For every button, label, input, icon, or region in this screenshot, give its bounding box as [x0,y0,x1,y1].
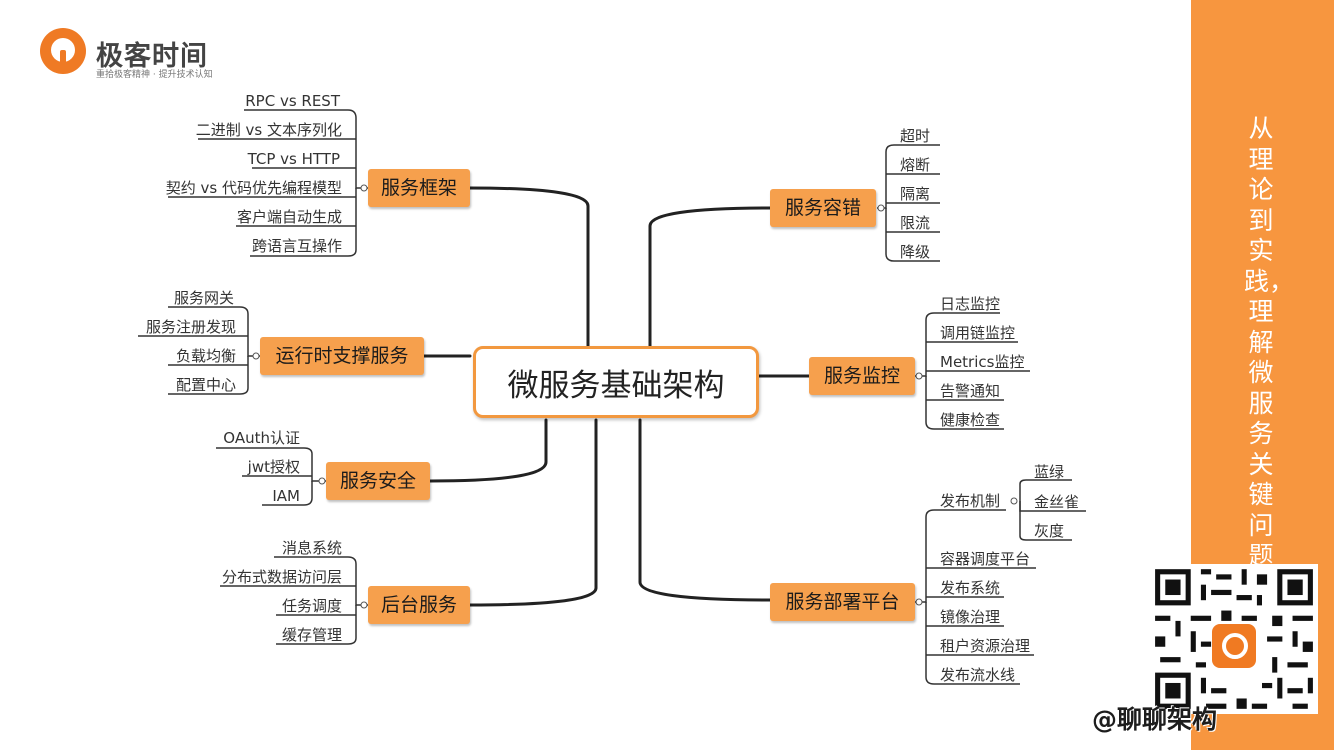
leaf-container-scheduling[interactable]: 容器调度平台 [940,550,1031,568]
leaf-load-balancing[interactable]: 负载均衡 [175,347,236,365]
topic-deployment-platform[interactable]: 服务部署平台 [770,583,915,621]
leaf-trace-monitoring[interactable]: 调用链监控 [940,324,1016,342]
qr-logo-icon [1212,624,1256,668]
topic-service-security[interactable]: 服务安全 [326,462,430,500]
leaf-health-check[interactable]: 健康检查 [940,411,1001,429]
leaf-release-pipeline[interactable]: 发布流水线 [940,666,1016,684]
mindmap-connectors [138,109,1086,685]
logo-title: 极客时间 [96,41,208,72]
logo-subtitle: 重拾极客精神 · 提升技术认知 [96,70,213,80]
leaf-messaging[interactable]: 消息系统 [281,539,342,557]
leaf-rpc-vs-rest[interactable]: RPC vs REST [245,92,340,110]
leaf-degradation[interactable]: 降级 [900,243,931,261]
topic-runtime-support[interactable]: 运行时支撑服务 [260,337,424,375]
topic-backend-services[interactable]: 后台服务 [368,586,470,624]
leaf-canary[interactable]: 金丝雀 [1034,493,1080,511]
leaf-tcp-vs-http[interactable]: TCP vs HTTP [247,150,340,168]
leaf-iam[interactable]: IAM [272,487,300,505]
leaf-task-scheduling[interactable]: 任务调度 [281,597,342,615]
leaf-grayscale[interactable]: 灰度 [1034,522,1065,540]
leaf-release-system[interactable]: 发布系统 [940,579,1001,597]
topic-service-monitoring[interactable]: 服务监控 [809,357,915,395]
leaf-log-monitoring[interactable]: 日志监控 [940,295,1001,313]
leaf-oauth[interactable]: OAuth认证 [223,429,300,447]
leaf-config-center[interactable]: 配置中心 [175,376,236,394]
leaf-blue-green[interactable]: 蓝绿 [1034,463,1065,481]
leaf-service-gateway[interactable]: 服务网关 [173,289,234,307]
leaf-cache-management[interactable]: 缓存管理 [281,626,342,644]
center-topic[interactable]: 微服务基础架构 [473,346,759,418]
weibo-watermark: @聊聊架构 [1092,705,1218,734]
leaf-image-governance[interactable]: 镜像治理 [940,608,1001,626]
leaf-service-registry[interactable]: 服务注册发现 [145,318,236,336]
geektime-logo-icon [40,28,86,74]
leaf-release-mechanism[interactable]: 发布机制 [940,492,1001,510]
leaf-data-access-layer[interactable]: 分布式数据访问层 [221,568,342,586]
side-panel-slogan: 从理论到实践，理解微服务关键问题 [1244,114,1295,570]
leaf-jwt[interactable]: jwt授权 [247,458,300,476]
topic-service-framework[interactable]: 服务框架 [368,169,470,207]
leaf-contract-vs-code-first[interactable]: 契约 vs 代码优先编程模型 [165,179,342,197]
leaf-tenant-resources[interactable]: 租户资源治理 [940,637,1031,655]
topic-fault-tolerance[interactable]: 服务容错 [770,189,876,227]
leaf-alerting[interactable]: 告警通知 [940,382,1001,400]
leaf-circuit-breaker[interactable]: 熔断 [900,156,931,174]
leaf-metrics-monitoring[interactable]: Metrics监控 [940,353,1025,371]
leaf-rate-limiting[interactable]: 限流 [900,214,931,232]
leaf-timeout[interactable]: 超时 [900,127,931,145]
leaf-binary-vs-text[interactable]: 二进制 vs 文本序列化 [195,121,342,139]
leaf-client-autogen[interactable]: 客户端自动生成 [236,208,342,226]
leaf-cross-language[interactable]: 跨语言互操作 [251,237,342,255]
leaf-isolation[interactable]: 隔离 [900,185,931,203]
